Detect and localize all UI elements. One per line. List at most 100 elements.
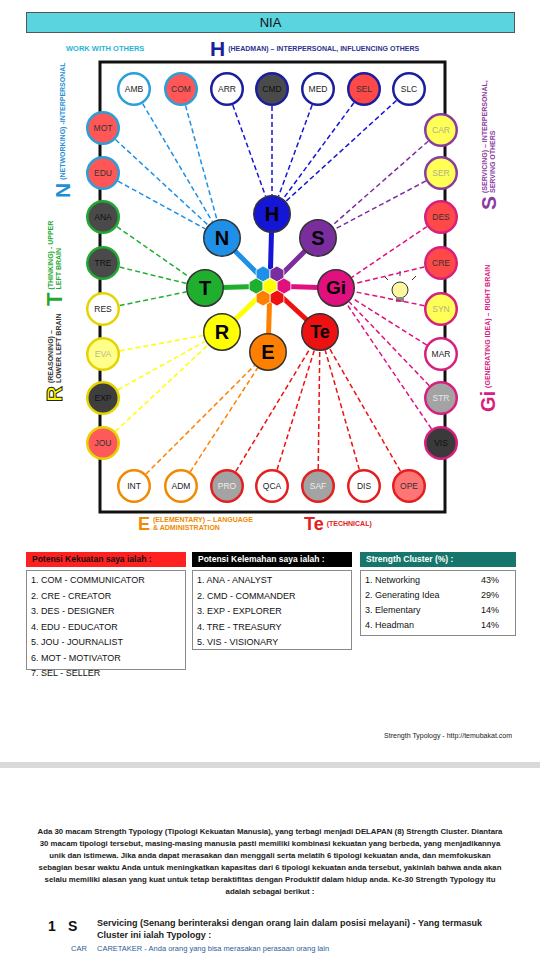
table-item: 1. COM - COMMUNICATOR	[31, 573, 181, 589]
dashed-connector	[236, 348, 310, 471]
cluster-initial: T	[42, 293, 68, 306]
circle-shape	[87, 157, 119, 189]
cluster-initial: E	[138, 513, 150, 535]
circle-shape	[425, 201, 457, 233]
table-row: 2. Generating Idea 29%	[365, 588, 511, 603]
typology-circle: OPE	[392, 469, 426, 503]
typology-circle: SER	[424, 156, 458, 190]
dashed-connector	[271, 106, 273, 195]
circle-shape	[256, 470, 288, 502]
circle-shape	[250, 334, 287, 371]
table-header: Potensi Kekuatan saya ialah :	[26, 552, 186, 567]
typology-code: AMB	[125, 84, 143, 94]
cluster-circle: R	[203, 313, 241, 351]
typology-code: MAR	[432, 349, 451, 359]
circle-shape	[425, 114, 457, 146]
circle-shape	[425, 157, 457, 189]
typology-circle: INT	[117, 469, 151, 503]
text-label: (SERVICING) – INTERPERSONAL, SERVING OTH…	[481, 68, 497, 193]
typology-circle: CMD	[255, 72, 289, 106]
typology-code: TRE	[95, 258, 112, 268]
typology-code: COM	[171, 84, 191, 94]
list-table: Potensi Kekuatan saya ialah : 1. COM - CO…	[26, 552, 186, 670]
cluster-letter: T	[199, 277, 211, 300]
circle-shape	[87, 338, 119, 370]
dashed-connector	[347, 304, 432, 429]
cluster-letter: N	[215, 227, 229, 250]
table-item: 4. EDU - EDUCATOR	[31, 620, 181, 636]
circle-shape	[425, 382, 457, 414]
dashed-connector	[120, 267, 187, 283]
typology-circle: STR	[424, 381, 458, 415]
table-item: 7. SEL - SELLER	[31, 666, 181, 682]
circle-shape	[318, 270, 355, 307]
text-label: (GENERATING IDEA) – RIGHT BRAIN	[484, 265, 492, 388]
circle-shape	[87, 427, 119, 459]
dashed-connector	[335, 181, 426, 229]
list-table: Strength Cluster (%) :1. Networking43%2.…	[360, 552, 516, 636]
cluster-circle: S	[299, 219, 337, 257]
typology-code: QCA	[263, 481, 281, 491]
label-group: Servicing (Senang berinteraksi dengan or…	[97, 917, 507, 941]
typology-circle: SLC	[392, 72, 426, 106]
typology-code: SLC	[401, 84, 418, 94]
table-item: 5. VIS - VISIONARY	[197, 635, 347, 651]
cluster-initial: S	[476, 196, 501, 210]
cluster-letter: H	[265, 203, 279, 226]
table-item: 4. TRE - TREASURY	[197, 620, 347, 636]
cluster-circle: E	[249, 333, 287, 371]
cluster-circle: Te	[301, 313, 339, 351]
typology-code: INT	[127, 481, 141, 491]
typology-code: DES	[432, 212, 449, 222]
circle-shape	[204, 220, 241, 257]
rotated-label-group: S (SERVICING) – INTERPERSONAL, SERVING OT…	[476, 45, 501, 210]
cluster-initial: H	[210, 36, 225, 61]
typology-code: ADM	[172, 481, 191, 491]
typology-circle: RES	[86, 292, 120, 326]
circle-shape	[425, 427, 457, 459]
table-item: 3. EXP - EXPLORER	[197, 604, 347, 620]
dashed-connector	[325, 350, 359, 469]
label-group: Ada 30 macam Strength Typology (Tipologi…	[35, 826, 505, 898]
cluster-letter: S	[311, 227, 324, 250]
typology-code: OPE	[400, 481, 418, 491]
table-item: 6. MOT - MOTIVATOR	[31, 651, 181, 667]
typology-code: EXP	[94, 393, 111, 403]
table-body: 1. Networking43%2. Generating Idea29%3. …	[360, 570, 516, 636]
text-label: Strength Typology - http://temubakat.com	[384, 732, 512, 740]
typology-code: EDU	[94, 168, 112, 178]
hexagon-tile	[263, 278, 277, 294]
title-bar: NIA	[26, 12, 515, 33]
typology-circle: CAR	[424, 113, 458, 147]
page-separator	[0, 762, 540, 768]
text-label: Servicing (Senang berinteraksi dengan or…	[97, 917, 507, 941]
typology-circle: ARR	[210, 72, 244, 106]
dashed-connector	[286, 100, 396, 201]
table-body: 1. ANA - ANALYST2. CMD - COMMANDER3. EXP…	[192, 570, 352, 650]
cluster-circle: T	[186, 269, 224, 307]
circle-shape	[425, 338, 457, 370]
cluster-name: 2. Generating Idea	[365, 588, 440, 603]
dashed-connector	[118, 181, 205, 229]
label-group: E(ELEMENTARY) – LANGUAGE & ADMINISTRATIO…	[138, 513, 268, 535]
text-label: WORK WITH OTHERS	[66, 44, 144, 53]
lightbulb-icon	[392, 282, 408, 298]
cluster-name: 3. Elementary	[365, 603, 421, 618]
typology-code: SER	[432, 168, 449, 178]
typology-circle: DES	[424, 200, 458, 234]
typology-circle: SEL	[347, 72, 381, 106]
table-header: Strength Cluster (%) :	[360, 552, 516, 567]
circle-shape	[187, 270, 224, 307]
cluster-percent: 29%	[481, 588, 499, 603]
circle-shape	[87, 382, 119, 414]
dashed-connector	[355, 292, 425, 306]
typology-circle: EVA	[86, 337, 120, 371]
dashed-connector	[115, 345, 208, 431]
circle-shape	[211, 470, 243, 502]
text-label: (NETWORKING) -INTERPERSONAL	[59, 62, 67, 179]
table-item: 5. JOU - JOURNALIST	[31, 635, 181, 651]
cluster-initial: 1	[48, 918, 56, 935]
label-group: WORK WITH OTHERS	[66, 44, 206, 53]
circle-shape	[165, 73, 197, 105]
typology-circle: SAF	[301, 469, 335, 503]
